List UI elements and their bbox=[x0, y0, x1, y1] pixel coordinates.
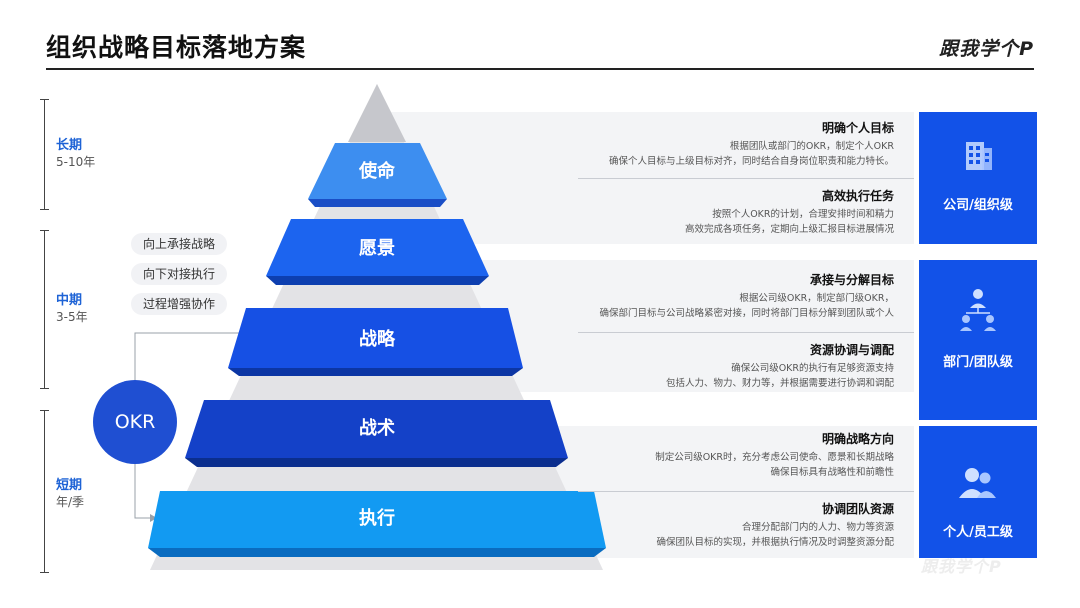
timeline-tick bbox=[40, 388, 49, 389]
pyramid-layer-execution bbox=[148, 491, 606, 548]
row-line: 高效完成各项任务，定期向上级汇报目标进展情况 bbox=[684, 224, 894, 235]
layer-shadow bbox=[308, 199, 447, 207]
layer-shadow bbox=[185, 458, 568, 467]
layer-label-execution: 执行 bbox=[359, 507, 395, 529]
row-divider bbox=[578, 178, 914, 179]
connector-arrow-down bbox=[150, 514, 157, 522]
okr-pill: 向下对接执行 bbox=[131, 263, 227, 285]
okr-circle: OKR bbox=[93, 380, 177, 464]
row-heading: 资源协调与调配 bbox=[809, 343, 894, 357]
period-range: 3-5年 bbox=[56, 310, 88, 324]
level-box-company: 公司/组织级 bbox=[919, 112, 1037, 244]
layer-shadow bbox=[266, 276, 489, 285]
period-long: 长期 5-10年 bbox=[56, 137, 95, 171]
timeline-tick bbox=[40, 572, 49, 573]
row-heading: 协调团队资源 bbox=[821, 502, 894, 516]
level-label: 公司/组织级 bbox=[943, 198, 1013, 213]
row-line: 包括人力、物力、财力等，并根据需要进行协调和调配 bbox=[665, 378, 894, 389]
level-label: 部门/团队级 bbox=[943, 355, 1013, 370]
row-line: 确保目标具有战略性和前瞻性 bbox=[770, 467, 894, 478]
timeline-tick bbox=[40, 99, 49, 100]
row-line: 确保部门目标与公司战略紧密对接，同时将部门目标分解到团队或个人 bbox=[599, 308, 894, 319]
row-line: 确保公司级OKR的执行有足够资源支持 bbox=[731, 363, 894, 374]
period-short: 短期 年/季 bbox=[56, 477, 84, 511]
timeline-short-line bbox=[44, 410, 45, 572]
layer-shadow bbox=[148, 548, 606, 557]
pyramid-layer-tactics bbox=[185, 400, 568, 458]
building-icon bbox=[966, 142, 992, 170]
period-range: 年/季 bbox=[56, 495, 85, 509]
detail-row: 承接与分解目标 根据公司级OKR，制定部门级OKR， 确保部门目标与公司战略紧密… bbox=[570, 272, 894, 321]
detail-row: 资源协调与调配 确保公司级OKR的执行有足够资源支持 包括人力、物力、财力等，并… bbox=[570, 342, 894, 391]
pyramid-layer-strategy bbox=[228, 308, 523, 368]
row-heading: 承接与分解目标 bbox=[809, 273, 894, 287]
timeline-mid-line bbox=[44, 230, 45, 388]
timeline-tick bbox=[40, 230, 49, 231]
detail-row: 明确个人目标 根据团队或部门的OKR，制定个人OKR 确保个人目标与上级目标对齐… bbox=[570, 120, 894, 169]
period-name: 长期 bbox=[56, 138, 83, 153]
okr-pill: 过程增强协作 bbox=[131, 293, 227, 315]
timeline-long-line bbox=[44, 99, 45, 209]
row-line: 合理分配部门内的人力、物力等资源 bbox=[741, 522, 894, 533]
period-mid: 中期 3-5年 bbox=[56, 292, 88, 326]
layer-label-vision: 愿景 bbox=[359, 238, 395, 259]
row-line: 制定公司级OKR时，充分考虑公司使命、愿景和长期战略 bbox=[655, 452, 894, 463]
detail-row: 明确战略方向 制定公司级OKR时，充分考虑公司使命、愿景和长期战略 确保目标具有… bbox=[570, 431, 894, 480]
period-name: 短期 bbox=[56, 478, 83, 493]
header-divider bbox=[46, 68, 1034, 70]
level-box-individual: 个人/员工级 bbox=[919, 426, 1037, 558]
row-line: 根据公司级OKR，制定部门级OKR， bbox=[739, 293, 894, 304]
timeline-tick bbox=[40, 209, 49, 210]
period-name: 中期 bbox=[56, 293, 83, 308]
connector-line-up bbox=[134, 332, 242, 380]
row-line: 根据团队或部门的OKR，制定个人OKR bbox=[729, 141, 894, 152]
okr-pill: 向上承接战略 bbox=[131, 233, 227, 255]
layer-label-mission: 使命 bbox=[358, 160, 396, 182]
layer-label-tactics: 战术 bbox=[359, 417, 395, 439]
row-divider bbox=[578, 332, 914, 333]
row-heading: 明确战略方向 bbox=[821, 432, 894, 446]
timeline-tick bbox=[40, 410, 49, 411]
pyramid-layer-mission bbox=[308, 143, 447, 199]
row-heading: 明确个人目标 bbox=[821, 121, 894, 135]
connector-line-down bbox=[134, 464, 150, 519]
pyramid-apex bbox=[348, 84, 406, 142]
watermark: 跟我学个P bbox=[921, 557, 1002, 576]
page-title: 组织战略目标落地方案 bbox=[46, 33, 307, 62]
users-icon bbox=[959, 468, 996, 498]
detail-row: 协调团队资源 合理分配部门内的人力、物力等资源 确保团队目标的实现，并根据执行情… bbox=[570, 501, 894, 550]
row-line: 确保团队目标的实现，并根据执行情况及时调整资源分配 bbox=[656, 537, 894, 548]
detail-row: 高效执行任务 按照个人OKR的计划，合理安排时间和精力 高效完成各项任务，定期向… bbox=[570, 188, 894, 237]
pyramid-layer-vision bbox=[266, 219, 489, 276]
row-line: 按照个人OKR的计划，合理安排时间和精力 bbox=[712, 209, 894, 220]
brand-logo: 跟我学个P bbox=[939, 38, 1034, 60]
layer-label-strategy: 战略 bbox=[359, 328, 396, 350]
layer-shadow bbox=[228, 368, 523, 376]
org-chart-icon bbox=[960, 289, 996, 331]
level-box-department: 部门/团队级 bbox=[919, 260, 1037, 420]
row-divider bbox=[578, 491, 914, 492]
row-line: 确保个人目标与上级目标对齐，同时结合自身岗位职责和能力特长。 bbox=[608, 156, 894, 167]
level-label: 个人/员工级 bbox=[943, 525, 1013, 540]
row-heading: 高效执行任务 bbox=[821, 189, 894, 203]
period-range: 5-10年 bbox=[56, 155, 96, 169]
